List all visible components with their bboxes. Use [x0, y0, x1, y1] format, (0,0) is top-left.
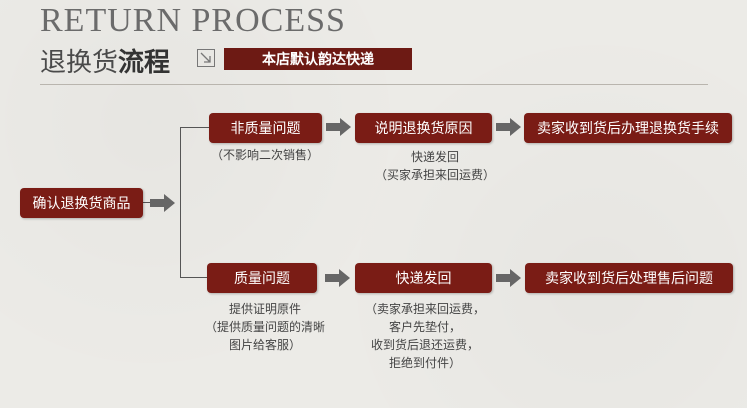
note-line: 图片给客服） [228, 338, 301, 352]
explain-reason-note: 快递发回 （买家承担来回运费） [355, 148, 515, 184]
corner-arrow-icon [197, 49, 215, 67]
note-line: 快递发回 [410, 150, 459, 164]
non-quality-note: （不影响二次销售） [200, 146, 330, 164]
top-arrow-1-icon [326, 118, 351, 136]
title-divider [40, 84, 708, 85]
top-arrow-2-icon [496, 118, 521, 136]
title-chinese: 退换货流程 [40, 42, 170, 79]
after-sales-node: 卖家收到货后处理售后问题 [525, 263, 733, 293]
note-line: 客户先垫付， [388, 320, 461, 334]
branch-vertical-line [180, 127, 181, 277]
store-courier-badge: 本店默认韵达快递 [224, 48, 412, 70]
note-line: （提供质量问题的清晰 [204, 320, 325, 334]
ship-back-node: 快递发回 [355, 263, 492, 293]
start-connector [143, 202, 151, 203]
note-line: （卖家承担来回运费， [364, 302, 485, 316]
note-line: （不影响二次销售） [210, 148, 319, 162]
quality-issue-note: 提供证明原件 （提供质量问题的清晰 图片给客服） [190, 300, 340, 354]
title-zh-part1: 退换货 [40, 48, 119, 78]
branch-bottom-line [180, 277, 208, 278]
branch-top-line [180, 127, 210, 128]
title-english: RETURN PROCESS [40, 2, 346, 39]
title-zh-part2: 流程 [118, 48, 171, 78]
note-line: 拒绝到付件） [388, 356, 461, 370]
non-quality-issue-node: 非质量问题 [209, 113, 322, 143]
explain-reason-node: 说明退换货原因 [355, 113, 492, 143]
bottom-arrow-2-icon [496, 269, 521, 287]
bottom-arrow-1-icon [325, 269, 350, 287]
note-line: 收到货后退还运费， [370, 338, 479, 352]
note-line: 提供证明原件 [228, 302, 301, 316]
ship-back-note: （卖家承担来回运费， 客户先垫付， 收到货后退还运费， 拒绝到付件） [345, 300, 505, 372]
process-return-node: 卖家收到货后办理退换货手续 [524, 113, 732, 143]
start-arrow-icon [150, 194, 175, 212]
note-line: （买家承担来回运费） [374, 168, 495, 182]
start-node: 确认退换货商品 [20, 188, 143, 218]
quality-issue-node: 质量问题 [207, 263, 317, 293]
